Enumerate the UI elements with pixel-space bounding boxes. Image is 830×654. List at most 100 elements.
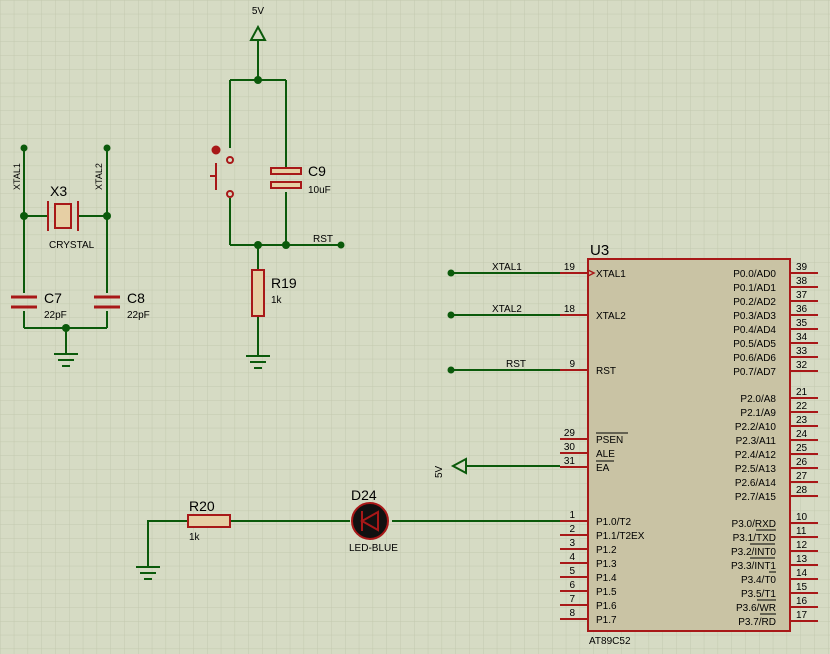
d24-ref: D24 [351, 487, 377, 503]
mcu-pin-name: P2.4/A12 [735, 450, 777, 461]
mcu-pin-name: P0.5/AD5 [733, 339, 776, 350]
net-label-xtal1: XTAL1 [492, 262, 522, 273]
net-label-xtal2: XTAL2 [492, 304, 522, 315]
mcu-pin-number: 9 [569, 359, 575, 370]
net-label-rst-mcu: RST [506, 359, 526, 370]
c7-value: 22pF [44, 310, 67, 321]
x3-ref: X3 [50, 183, 67, 199]
capacitor-c7[interactable]: C7 22pF [11, 290, 67, 321]
mcu-pin-name: XTAL2 [596, 311, 626, 322]
junction-dot [254, 241, 262, 249]
mcu-pin-number: 37 [796, 290, 808, 301]
mcu-pin-number: 24 [796, 429, 808, 440]
mcu-pin-number: 6 [569, 580, 575, 591]
mcu-pin-name: P3.5/T1 [741, 589, 776, 600]
resistor-r19[interactable]: R19 1k [251, 269, 297, 317]
mcu-pin-number: 21 [796, 387, 808, 398]
mcu-pin-number: 4 [569, 552, 575, 563]
junction-dot [254, 76, 262, 84]
mcu-pin-name: P3.7/RD [738, 617, 776, 628]
mcu-pin-number: 8 [569, 608, 575, 619]
mcu-pin-number: 11 [796, 526, 807, 537]
power-label-ea: 5V [434, 465, 445, 478]
mcu-pin-name: P3.0/RXD [732, 519, 776, 530]
net-terminal-dot [337, 241, 345, 249]
mcu-pin-number: 36 [796, 304, 808, 315]
mcu-pin-name: P0.6/AD6 [733, 353, 776, 364]
mcu-pin-name: P3.1/TXD [733, 533, 776, 544]
resistor-r20[interactable]: R20 1k [187, 498, 231, 543]
mcu-pin-name: P1.1/T2EX [596, 531, 645, 542]
mcu-pin-number: 1 [569, 510, 575, 521]
mcu-pin-name: P2.7/A15 [735, 492, 777, 503]
d24-value: LED-BLUE [349, 543, 398, 554]
mcu-pin-name: P0.7/AD7 [733, 367, 776, 378]
mcu-pin-number: 26 [796, 457, 808, 468]
c9-ref: C9 [308, 163, 326, 179]
net-terminal-dot [103, 144, 111, 152]
r19-ref: R19 [271, 275, 297, 291]
led-body [351, 502, 389, 540]
x3-value: CRYSTAL [49, 240, 95, 251]
mcu-pin-name: P2.2/A10 [735, 422, 777, 433]
capacitor-c8[interactable]: C8 22pF [94, 290, 150, 321]
mcu-pin-name: P0.4/AD4 [733, 325, 776, 336]
clock-input-arrow-icon [587, 269, 596, 277]
net-terminal-dot [447, 269, 455, 277]
mcu-pin-name: P3.6/WR [736, 603, 776, 614]
switch-contact-bottom [226, 190, 234, 198]
mcu-left-pins: 19XTAL118XTAL29RST29PSEN30ALE31EA1P1.0/T… [560, 262, 645, 626]
mcu-pin-number: 19 [564, 262, 576, 273]
mcu-pin-name: P1.0/T2 [596, 517, 631, 528]
mcu-pin-number: 22 [796, 401, 808, 412]
r19-body [251, 269, 265, 317]
switch-plunger-icon [210, 163, 217, 190]
c7-plates [11, 295, 37, 309]
led-d24[interactable]: D24 LED-BLUE [349, 487, 398, 554]
net-terminal-dot [447, 366, 455, 374]
mcu-pin-name: ALE [596, 449, 615, 460]
mcu-pin-number: 39 [796, 262, 808, 273]
mcu-part-number: AT89C52 [589, 636, 631, 647]
mcu-pin-name: P1.5 [596, 587, 617, 598]
mcu-pin-name: P0.3/AD3 [733, 311, 776, 322]
mcu-right-pins: 39P0.0/AD038P0.1/AD137P0.2/AD236P0.3/AD3… [731, 262, 818, 628]
r20-ref: R20 [189, 498, 215, 514]
mcu-pin-name: P2.6/A14 [735, 478, 777, 489]
mcu-pin-number: 23 [796, 415, 808, 426]
mcu-pin-name: P3.2/INT0 [731, 547, 776, 558]
mcu-pin-name: P1.3 [596, 559, 617, 570]
capacitor-c9[interactable]: C9 10uF [270, 163, 331, 196]
mcu-pin-number: 14 [796, 568, 808, 579]
r20-body [187, 514, 231, 528]
power-terminal-ea[interactable]: 5V [434, 457, 467, 478]
mcu-pin-name: P1.4 [596, 573, 617, 584]
wire-r20-ground [147, 520, 188, 567]
crystal-x3[interactable]: X3 CRYSTAL [47, 183, 95, 251]
c8-value: 22pF [127, 310, 150, 321]
mcu-pin-number: 38 [796, 276, 808, 287]
c8-ref: C8 [127, 290, 145, 306]
mcu-pin-number: 29 [564, 428, 576, 439]
reset-switch[interactable] [210, 145, 234, 198]
c8-plates [94, 295, 120, 309]
mcu-pin-number: 15 [796, 582, 808, 593]
mcu-pin-name: RST [596, 366, 616, 377]
c9-value: 10uF [308, 185, 331, 196]
mcu-pin-name: P1.7 [596, 615, 617, 626]
crystal-circuit: XTAL1 XTAL2 X3 CRYSTAL [11, 144, 150, 367]
power-label-top: 5V [252, 6, 265, 17]
mcu-pin-number: 33 [796, 346, 808, 357]
mcu-pin-name: P0.2/AD2 [733, 297, 776, 308]
mcu-pin-number: 30 [564, 442, 576, 453]
mcu-pin-name: PSEN [596, 435, 623, 446]
net-terminal-dot [20, 144, 28, 152]
c9-plate-positive [270, 167, 302, 175]
mcu-u3[interactable]: U3 AT89C52 19XTAL118XTAL29RST29PSEN30ALE… [560, 242, 818, 647]
x3-body [54, 203, 72, 229]
mcu-pin-number: 17 [796, 610, 808, 621]
mcu-pin-name: P2.0/A8 [740, 394, 776, 405]
junction-dot [103, 212, 111, 220]
r20-value: 1k [189, 532, 201, 543]
switch-contact-top [226, 156, 234, 164]
